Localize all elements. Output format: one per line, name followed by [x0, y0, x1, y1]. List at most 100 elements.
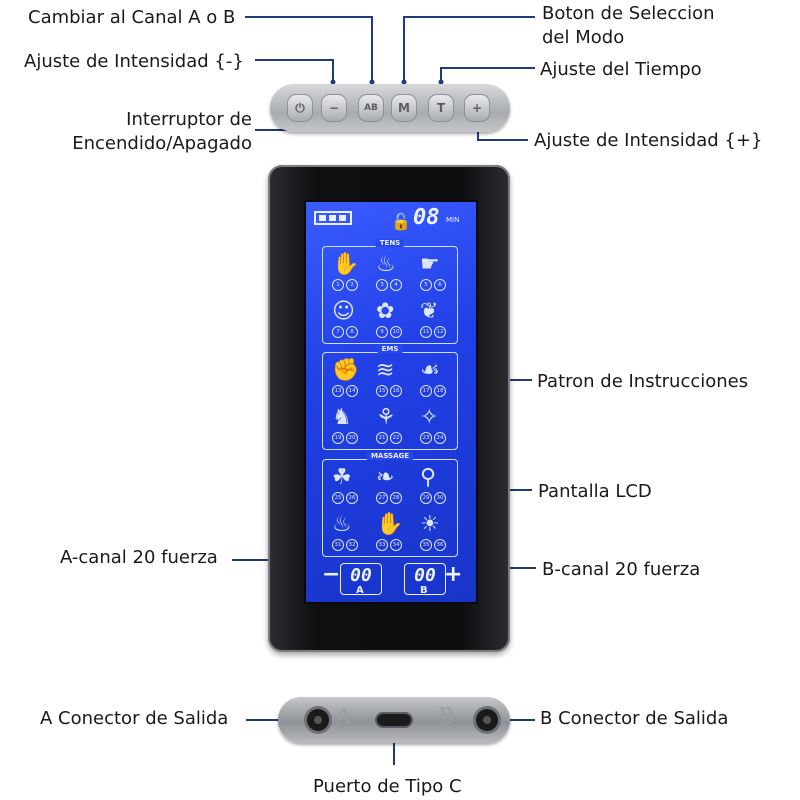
program-number: 33 — [376, 539, 388, 551]
program-number: 2 — [346, 279, 358, 291]
label-intensity-minus: Ajuste de Intensidad {-} — [24, 51, 244, 72]
body-figure-icon: ☙ — [420, 358, 440, 383]
program-number: 14 — [346, 385, 358, 397]
mode-button[interactable]: M — [391, 94, 417, 122]
label-lcd: Pantalla LCD — [538, 481, 652, 502]
channel-b-letter: B — [420, 585, 428, 596]
program-number: 23 — [420, 432, 432, 444]
usb-c-port[interactable] — [377, 714, 411, 726]
program-number: 6 — [434, 279, 446, 291]
b-jack-letter: B — [438, 705, 455, 730]
time-button[interactable]: T — [428, 94, 454, 122]
program-number: 28 — [390, 492, 402, 504]
label-b-channel: B-canal 20 fuerza — [542, 559, 701, 580]
group-title-ems: EMS — [377, 345, 403, 353]
program-number: 10 — [390, 326, 402, 338]
button-strip: ⏻ − AB M T + — [270, 84, 510, 132]
body-figure-icon: ☘ — [332, 465, 352, 490]
lock-icon: 🔓 — [391, 212, 411, 231]
leader-channel-switch — [245, 16, 373, 82]
label-usb-port: Puerto de Tipo C — [313, 776, 462, 797]
label-time-adjust: Ajuste del Tiempo — [540, 59, 702, 80]
program-number: 21 — [376, 432, 388, 444]
label-power-line2: Encendido/Apagado — [72, 133, 252, 154]
body-figure-icon: ✧ — [420, 405, 439, 430]
body-figure-icon: ✋ — [332, 252, 360, 277]
intensity-plus-button[interactable]: + — [464, 94, 490, 122]
power-button[interactable]: ⏻ — [287, 94, 313, 122]
program-number: 19 — [332, 432, 344, 444]
body-figure-icon: ✊ — [332, 358, 360, 383]
program-number: 29 — [420, 492, 432, 504]
label-b-output: B Conector de Salida — [540, 708, 729, 729]
program-number: 5 — [420, 279, 432, 291]
label-channel-switch: Cambiar al Canal A o B — [28, 7, 236, 28]
body-figure-icon: ☺ — [332, 299, 355, 324]
program-number: 32 — [346, 539, 358, 551]
a-jack-letter: A — [336, 705, 352, 730]
program-number: 15 — [376, 385, 388, 397]
channel-a-letter: A — [356, 585, 364, 596]
program-number: 13 — [332, 385, 344, 397]
body-figure-icon: ♞ — [332, 405, 352, 430]
b-output-jack[interactable] — [476, 709, 498, 731]
program-number: 26 — [346, 492, 358, 504]
body-figure-icon: ❦ — [420, 299, 439, 324]
program-number: 4 — [390, 279, 402, 291]
label-a-channel: A-canal 20 fuerza — [60, 547, 218, 568]
program-number: 11 — [420, 326, 432, 338]
label-instruction-pattern: Patron de Instrucciones — [537, 371, 749, 392]
label-a-output: A Conector de Salida — [40, 708, 229, 729]
channel-a-readout: 00 — [340, 563, 382, 595]
channel-switch-button[interactable]: AB — [358, 94, 384, 122]
program-number: 7 — [332, 326, 344, 338]
body-figure-icon: ✋ — [376, 512, 404, 537]
program-number: 17 — [420, 385, 432, 397]
plus-sign: + — [444, 562, 463, 587]
body-figure-icon: ✿ — [376, 299, 395, 324]
body-figure-icon: ⚘ — [376, 405, 396, 430]
program-number: 8 — [346, 326, 358, 338]
program-number: 34 — [390, 539, 402, 551]
label-mode-select-line2: del Modo — [542, 27, 625, 48]
program-number: 36 — [434, 539, 446, 551]
lcd-screen — [304, 200, 478, 604]
group-title-massage: MASSAGE — [366, 452, 414, 460]
battery-icon — [314, 211, 352, 225]
leader-time-adjust — [440, 67, 535, 82]
minus-sign: − — [322, 562, 341, 587]
a-output-jack[interactable] — [307, 709, 329, 731]
timer-display: 08 — [413, 205, 440, 230]
body-figure-icon: ☀ — [420, 512, 440, 537]
program-number: 18 — [434, 385, 446, 397]
leader-intensity-minus — [255, 59, 334, 82]
leader-mode-select — [403, 16, 535, 82]
timer-unit: MIN — [446, 216, 460, 224]
body-figure-icon: ♨ — [332, 512, 352, 537]
program-number: 25 — [332, 492, 344, 504]
body-figure-icon: ≋ — [376, 358, 395, 383]
program-number: 27 — [376, 492, 388, 504]
intensity-minus-button[interactable]: − — [321, 94, 347, 122]
body-figure-icon: ☛ — [420, 252, 440, 277]
program-number: 35 — [420, 539, 432, 551]
program-number: 30 — [434, 492, 446, 504]
program-number: 31 — [332, 539, 344, 551]
